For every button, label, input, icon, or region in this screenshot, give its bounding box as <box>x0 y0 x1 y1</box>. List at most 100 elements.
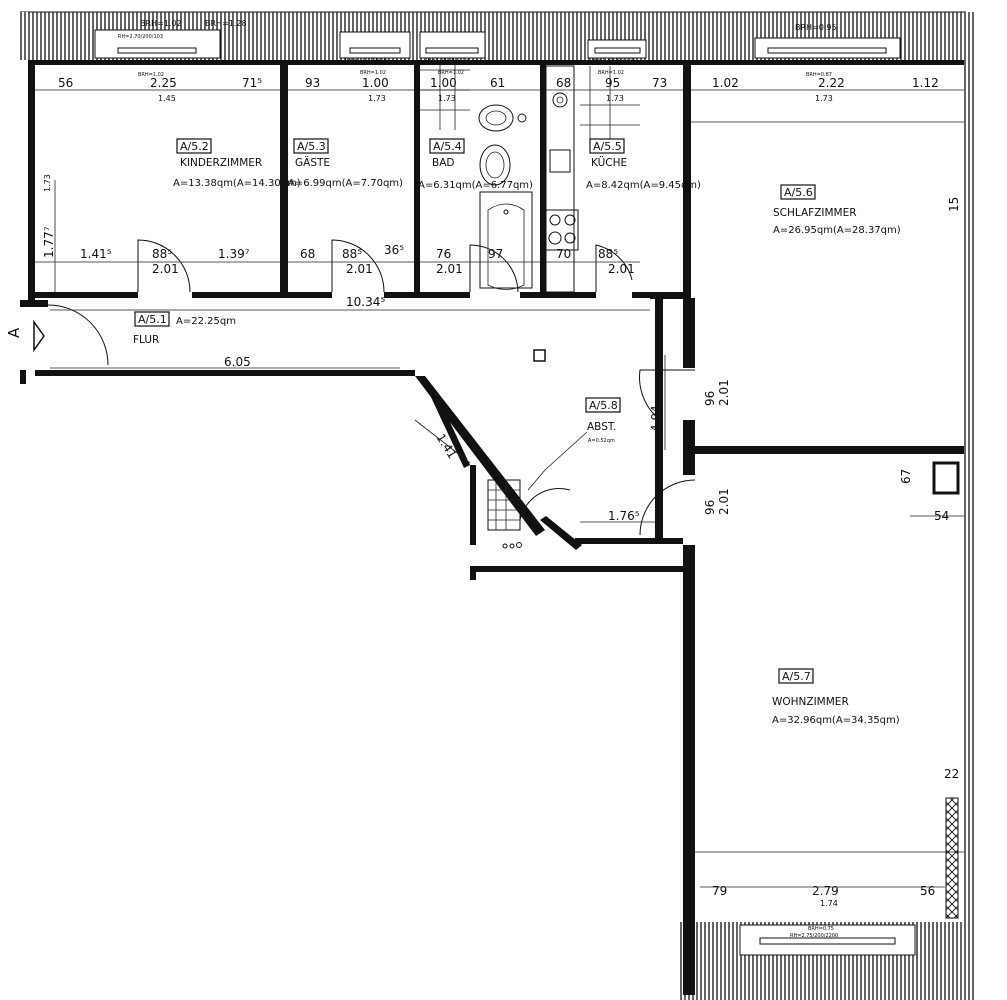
window-brh-4: BRH=1.02 <box>598 70 624 76</box>
room-tag-abst <box>585 397 621 413</box>
window-brh-5: BRH=0.87 <box>806 72 832 78</box>
window-label-3: RH=2.70/200/103 <box>424 58 469 64</box>
room-area-abst: A=0.52qm <box>588 438 615 444</box>
dim-kinder-bottom-1: 1.41⁵ <box>80 247 112 261</box>
dim-kinder-side-1: 1.73 <box>43 174 52 192</box>
dim-wohn-right-1: 67 <box>899 469 913 484</box>
dim-bad-bottom-2: 97 <box>488 247 503 261</box>
room-id-kinder: A/5.2 <box>180 140 209 153</box>
room-area-flur: A=22.25qm <box>176 316 236 327</box>
dim-abst-depth: 4.04 <box>649 405 663 432</box>
dim-gaeste-bottom-1: 68 <box>300 247 315 261</box>
abst-leader <box>544 431 588 471</box>
room-id-abst: A/5.8 <box>589 399 618 412</box>
kitchen-fixtures <box>545 65 640 293</box>
dim-wohn-bottom-1: 79 <box>712 884 727 898</box>
window-labels: BRH=1.02 BRH=1.28 BRH=0.95 RH=2.70/200/1… <box>118 19 838 939</box>
shaft <box>533 349 546 362</box>
dim-kinder-3: 71⁵ <box>242 76 262 90</box>
room-id-kueche: A/5.5 <box>593 140 622 153</box>
dim-bad-bottom-1: 76 <box>436 247 451 261</box>
room-id-schlaf: A/5.6 <box>784 186 813 199</box>
dim-door-side-height-1: 2.01 <box>717 379 731 406</box>
room-name-gaeste: GÄSTE <box>295 156 330 169</box>
room-name-bad: BAD <box>432 157 454 169</box>
dim-wohn-bottom-2: 2.79 <box>812 884 839 898</box>
brh-top-mid: BRH=1.28 <box>205 19 247 28</box>
dim-abst-width: 1.76⁵ <box>608 509 640 523</box>
dim-kinder-2: 2.25 <box>150 76 177 90</box>
room-tag-kueche <box>589 138 625 154</box>
dim-bad-sub: 1.73 <box>438 94 456 103</box>
room-tag-kinder <box>176 138 212 154</box>
room-area-kinder: A=13.38qm(A=14.30qm) <box>173 178 301 189</box>
dim-bad-2: 61 <box>490 76 505 90</box>
radiator-hatch <box>945 797 959 919</box>
dim-door-side-height-2: 2.01 <box>717 488 731 515</box>
window-brh-1: BRH=1.02 <box>138 72 164 78</box>
dim-flur-lower: 6.05 <box>224 355 251 369</box>
dim-kueche-3: 73 <box>652 76 667 90</box>
room-name-kinder: KINDERZIMMER <box>180 157 262 169</box>
dim-wohn-sub: 1.74 <box>820 899 838 908</box>
window-brh-3: BRH=1.02 <box>438 70 464 76</box>
room-id-bad: A/5.4 <box>433 140 462 153</box>
dim-schlaf-sub: 1.73 <box>815 94 833 103</box>
dim-kueche-bottom-2: 88⁵ <box>598 247 618 261</box>
dim-kinder-sub: 1.45 <box>158 94 176 103</box>
room-area-schlaf: A=26.95qm(A=28.37qm) <box>773 225 901 236</box>
entrance-arrow <box>33 319 45 353</box>
room-name-wohn: WOHNZIMMER <box>772 696 849 708</box>
room-tag-gaeste <box>293 138 329 154</box>
diagonal-wall <box>415 376 545 536</box>
dim-gaeste-bottom-2: 88⁵ <box>342 247 362 261</box>
dim-schlaf-2: 2.22 <box>818 76 845 90</box>
room-tag-flur <box>134 311 170 327</box>
dim-wohn-right-2: 54 <box>934 509 949 523</box>
doors <box>47 239 696 536</box>
room-id-gaeste: A/5.3 <box>297 140 326 153</box>
section-marker: A <box>5 327 23 338</box>
dimension-texts: 56 2.25 71⁵ 1.45 93 1.00 1.73 1.00 61 1.… <box>42 76 961 908</box>
room-name-kueche: KÜCHE <box>591 156 627 169</box>
dim-kinder-bottom-2: 88⁵ <box>152 247 172 261</box>
top-windows <box>94 29 916 956</box>
dim-door-height-4: 2.01 <box>608 262 635 276</box>
dim-gaeste-1: 93 <box>305 76 320 90</box>
window-brh-6: BRH=0.75 <box>808 926 834 932</box>
brh-top-right: BRH=0.95 <box>795 23 837 32</box>
left-top-wall <box>20 12 28 60</box>
room-area-gaeste: A=6.99qm(A=7.70qm) <box>288 178 403 189</box>
dim-kinder-side-2: 1.77⁷ <box>42 226 56 258</box>
dim-kinder-bottom-3: 1.39⁷ <box>218 247 250 261</box>
dim-gaeste-bottom-3: 36⁵ <box>384 243 404 257</box>
room-area-wohn: A=32.96qm(A=34.35qm) <box>772 715 900 726</box>
window-label-6: RH=2.75/200/2200 <box>790 933 838 939</box>
window-brh-2: BRH=1.02 <box>360 70 386 76</box>
room-labels: A/5.2 KINDERZIMMER A=13.38qm(A=14.30qm) … <box>133 138 901 726</box>
room-area-bad: A=6.31qm(A=6.77qm) <box>418 180 533 191</box>
room-id-wohn: A/5.7 <box>782 670 811 683</box>
right-wall-hatch <box>964 12 974 1000</box>
dim-schlaf-3: 1.12 <box>912 76 939 90</box>
window-label-1: RH=2.70/200/103 <box>118 34 163 40</box>
dim-bad-1: 1.00 <box>430 76 457 90</box>
stair-wall <box>540 516 582 550</box>
stairs <box>487 479 522 549</box>
room-tag-bad <box>429 138 465 154</box>
walls <box>20 60 964 995</box>
dim-wohn-bottom-3: 56 <box>920 884 935 898</box>
dim-kueche-2: 95 <box>605 76 620 90</box>
room-name-schlaf: SCHLAFZIMMER <box>773 207 857 219</box>
dim-schlaf-1: 1.02 <box>712 76 739 90</box>
dimension-lines <box>35 89 964 888</box>
brh-top-left: BRH=1.02 <box>140 19 182 28</box>
dim-wohn-right-3: 22 <box>944 767 959 781</box>
room-tag-schlaf <box>780 184 816 200</box>
dim-kueche-sub: 1.73 <box>606 94 624 103</box>
dim-flur-length: 10.34⁵ <box>346 295 385 309</box>
dim-kueche-bottom-1: 70 <box>556 247 571 261</box>
room-name-flur: FLUR <box>133 334 159 346</box>
dim-kinder-1: 56 <box>58 76 73 90</box>
